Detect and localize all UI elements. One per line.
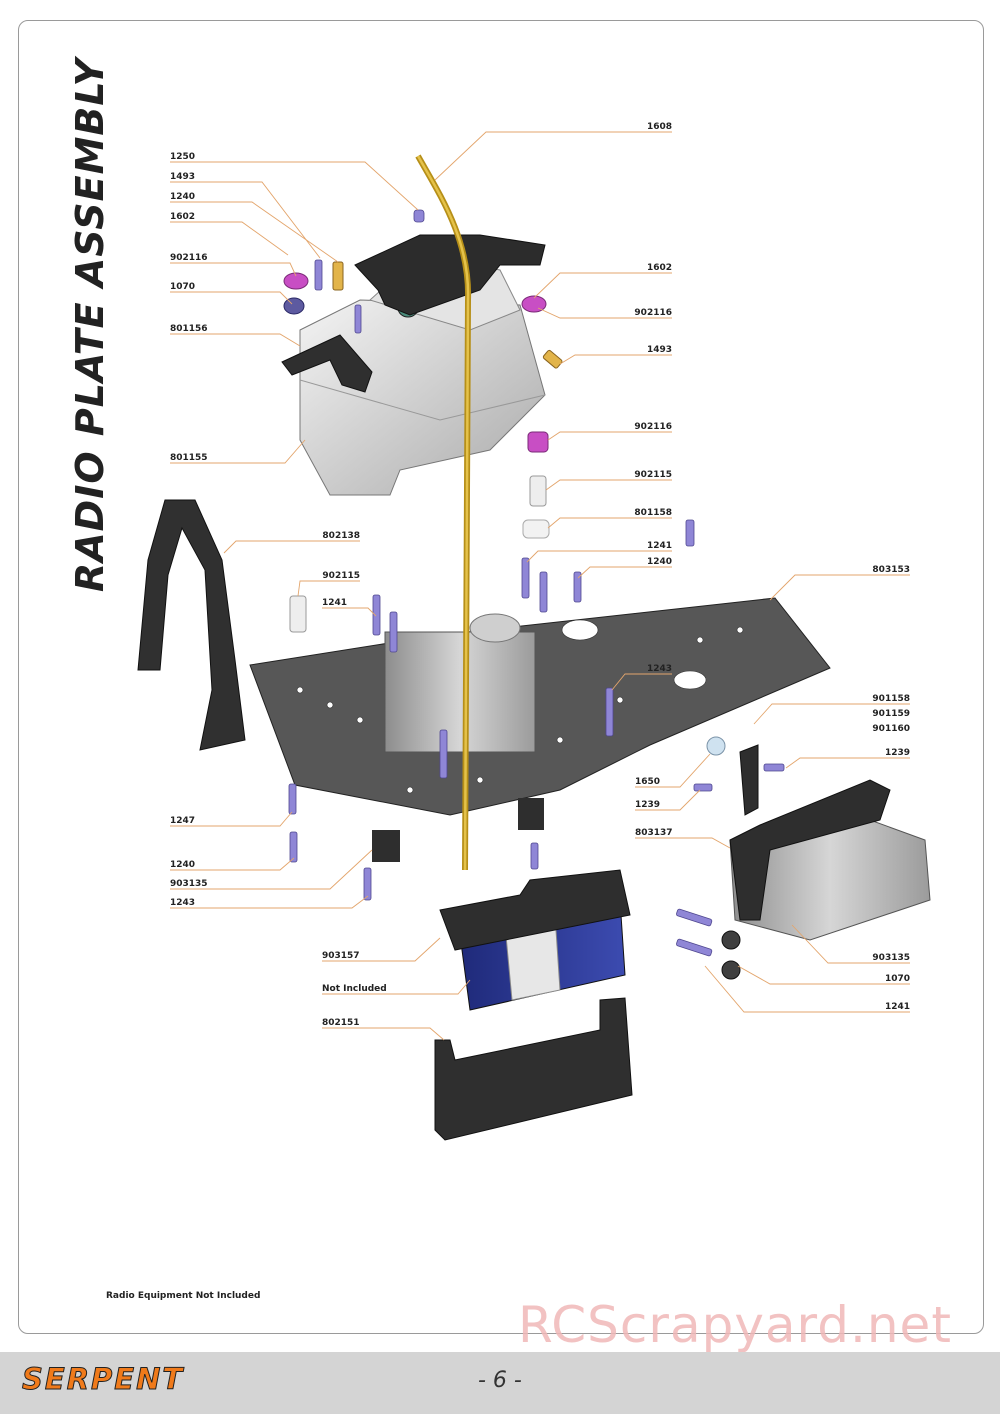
screw	[539, 571, 548, 613]
part-label: 1241	[322, 598, 347, 608]
part-label: 902115	[634, 470, 672, 480]
screw	[413, 209, 425, 223]
part-label: 1240	[170, 192, 195, 202]
o-ring-902116-right	[521, 295, 547, 313]
steering-servo	[384, 613, 536, 753]
tank-lever	[281, 334, 373, 393]
screw	[521, 557, 530, 599]
screw	[676, 908, 713, 927]
part-label: 1493	[647, 345, 672, 355]
watermark: RCScrapyard.net	[518, 1296, 952, 1354]
throttle-servo	[729, 744, 931, 941]
part-label: 1240	[647, 557, 672, 567]
screw	[288, 783, 297, 815]
screw	[763, 763, 785, 772]
part-label: 1602	[647, 263, 672, 273]
part-label: 901160	[872, 724, 910, 734]
screw	[530, 842, 539, 870]
part-label: 902116	[634, 308, 672, 318]
part-label: 1250	[170, 152, 195, 162]
receiver-holder	[434, 997, 633, 1141]
part-label: 903157	[322, 951, 360, 961]
nipple-1493-left	[332, 261, 344, 291]
post-902115-right	[529, 475, 547, 507]
part-label: 1493	[170, 172, 195, 182]
part-label: 801156	[170, 324, 208, 334]
receiver-box	[439, 869, 631, 1011]
page-number: - 6 -	[478, 1368, 522, 1393]
o-ring-1070-left	[283, 297, 305, 315]
part-label: 1070	[170, 282, 195, 292]
screw	[439, 729, 448, 779]
screw	[372, 594, 381, 636]
part-label: 1247	[170, 816, 195, 826]
part-label: 802138	[322, 531, 360, 541]
screw	[605, 687, 614, 737]
roll-bar	[137, 499, 246, 751]
part-label: 801158	[634, 508, 672, 518]
servo-mount-center	[518, 798, 544, 830]
part-label: 902116	[170, 253, 208, 263]
part-label: 802151	[322, 1018, 360, 1028]
part-label: 1240	[170, 860, 195, 870]
screw	[363, 867, 372, 901]
screw	[676, 938, 713, 957]
part-label: 1602	[170, 212, 195, 222]
part-label: 1241	[647, 541, 672, 551]
footer-bar: SERPENT - 6 -	[0, 1352, 1000, 1414]
part-label: 803137	[635, 828, 673, 838]
part-label: 903135	[170, 879, 208, 889]
brand-logo: SERPENT	[21, 1362, 185, 1397]
part-label: 1243	[170, 898, 195, 908]
part-label: 902116	[634, 422, 672, 432]
spacer-801158	[522, 519, 550, 539]
leader-lines	[170, 131, 910, 1041]
part-label: 803153	[872, 565, 910, 575]
screw	[314, 259, 323, 291]
screw	[389, 611, 398, 653]
post-902115-left	[289, 595, 307, 633]
nipple-1493-right	[542, 349, 563, 369]
part-label: 902115	[322, 571, 360, 581]
part-label: 1239	[885, 748, 910, 758]
screw	[685, 519, 695, 547]
part-labels: 1608 1250 1493 1240 1602 902116 1070 801…	[170, 122, 910, 1028]
screw	[693, 783, 713, 792]
screw	[289, 831, 298, 863]
part-label: 1650	[635, 777, 660, 787]
part-label: 903135	[872, 953, 910, 963]
part-label: 1241	[885, 1002, 910, 1012]
part-label: 901159	[872, 709, 910, 719]
part-label: 1239	[635, 800, 660, 810]
screw	[573, 571, 582, 603]
footnote: Radio Equipment Not Included	[106, 1291, 261, 1301]
servo-mount-left	[372, 830, 400, 862]
o-ring-1070-b	[721, 960, 741, 980]
part-label: 1608	[647, 122, 672, 132]
part-label: 1243	[647, 664, 672, 674]
part-label: 901158	[872, 694, 910, 704]
o-ring-902116-left	[283, 272, 309, 290]
part-label: Not Included	[322, 984, 387, 994]
o-ring-1070-a	[721, 930, 741, 950]
screw	[354, 304, 362, 334]
nut-902116	[527, 431, 549, 453]
part-label: 801155	[170, 453, 208, 463]
part-label: 1070	[885, 974, 910, 984]
bushing-1650	[706, 736, 726, 756]
